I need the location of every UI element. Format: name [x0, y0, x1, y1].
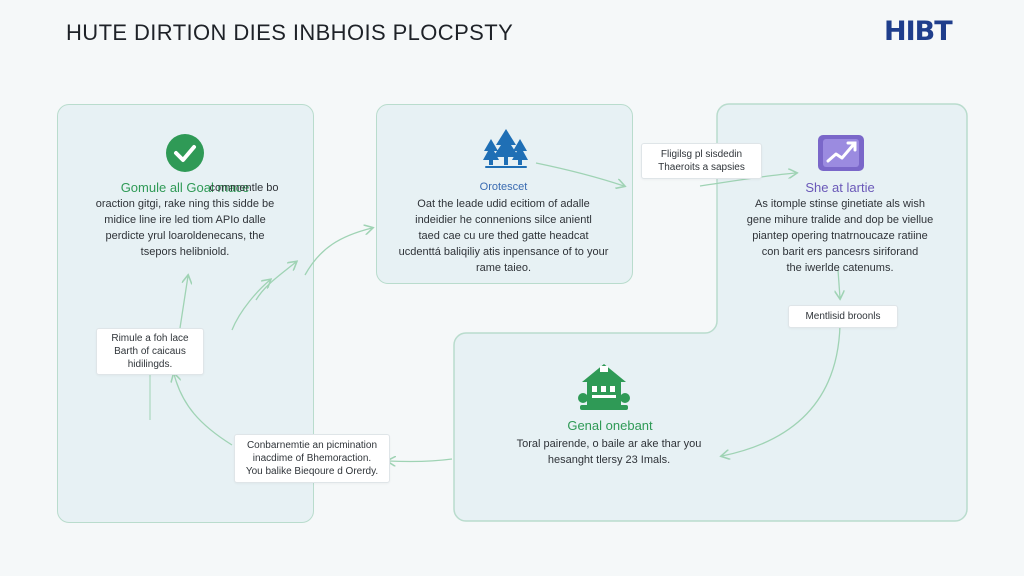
right-panel-heading: She at lartie — [805, 180, 875, 195]
bottom-panel-heading: Genal onebant — [567, 418, 653, 433]
check-circle-icon — [166, 134, 204, 172]
note-right: Mentlisid broonls — [788, 305, 898, 328]
left-panel-body: commentle bo oraction gitgi, rake ning t… — [95, 182, 279, 258]
left-panel-block: Gomule all Goal mace — [70, 180, 300, 196]
note-left: Rimule a foh lace Barth of caicaus hidil… — [96, 328, 204, 375]
middle-panel-body: Oat the leade udid ecitiom of adalle ind… — [398, 198, 609, 274]
right-panel-body: As itomple stinse ginetiate als wish gen… — [746, 198, 934, 274]
middle-panel-heading: Orotescet — [479, 181, 528, 193]
chart-trend-icon — [818, 135, 864, 171]
bottom-panel-body: Toral pairende, o baile ar ake thar you … — [516, 438, 702, 466]
brand-logo: HIBT — [884, 16, 953, 47]
arrow-left-to-middle — [304, 228, 372, 276]
arrow-bottom-to-note — [388, 459, 453, 462]
page-title: HUTE DIRTION DIES INBHOIS PLOCPSTY — [66, 20, 514, 45]
left-panel-heading: Gomule all Goal mace — [120, 180, 250, 195]
house-icon — [578, 364, 630, 410]
note-top: Fligilsg pl sisdedin Thaeroits a sapsies — [641, 143, 762, 179]
note-bottom: Conbarnemtie an picmination inacdime of … — [234, 434, 390, 483]
pine-trees-icon — [483, 129, 528, 168]
